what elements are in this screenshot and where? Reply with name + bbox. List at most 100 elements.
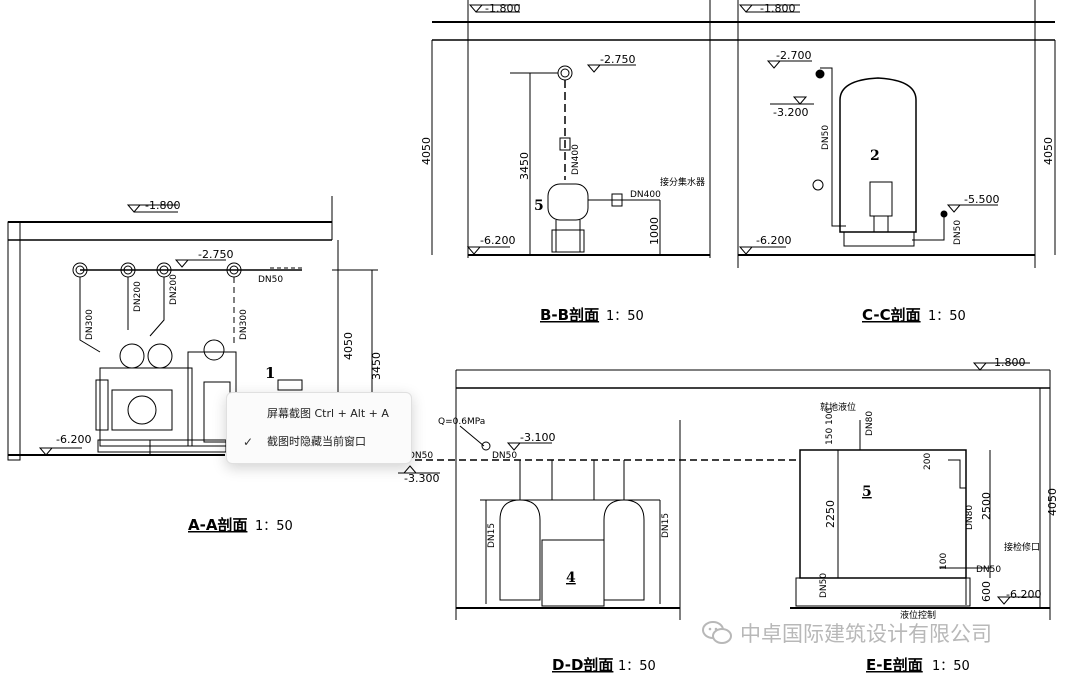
level-marker: -1.800 (972, 356, 1030, 371)
dimension-label: 100 (939, 553, 949, 570)
pipe-label: DN200 (169, 274, 179, 305)
watermark-text: 中卓国际建筑设计有限公司 (740, 622, 992, 646)
expansion-tank (839, 77, 917, 247)
section-cc: 4050 -1.800 -2.700 -3.200 -5.500 -6.200 (710, 0, 1056, 324)
pressure-label: Q=0.6MPa (438, 417, 485, 427)
equipment-number: 2 (870, 148, 880, 164)
pipe-label: DN50 (492, 451, 517, 461)
note-label: 接检修口 (1004, 541, 1040, 553)
level-marker: -6.200 (466, 234, 515, 255)
section-scale: 1：50 (606, 309, 644, 324)
pipe-label: DN50 (258, 275, 283, 285)
section-aa: -1.800 -2.750 -6.200 DN300 DN200 DN200 D… (7, 196, 383, 534)
pipe-label: DN200 (133, 281, 143, 312)
pipe-label: DN80 (965, 505, 975, 530)
pipe-label: DN50 (819, 573, 829, 598)
note-label: 接分集水器 (660, 176, 705, 188)
level-label: -1.800 (485, 2, 520, 15)
dimension-label: 2250 (824, 500, 837, 528)
context-menu: 屏幕截图 Ctrl + Alt + A ✓ 截图时隐藏当前窗口 (226, 392, 412, 464)
level-marker: -2.750 (174, 248, 233, 268)
level-label: -1.800 (145, 199, 180, 212)
equipment-number: 5 (534, 198, 544, 214)
level-marker: -1.800 (468, 2, 520, 15)
section-title: B-B剖面 (540, 306, 599, 324)
level-marker: -1.800 (738, 2, 800, 15)
level-marker: -3.300 (398, 465, 440, 485)
section-bb: 4050 -1.800 -2.750 -6.200 DN400 3450 (420, 0, 711, 324)
pipe-label: DN50 (408, 451, 433, 461)
menu-item-hide-window[interactable]: ✓ 截图时隐藏当前窗口 (227, 429, 411, 455)
level-label: -1.800 (990, 356, 1025, 369)
dimension-label: 3450 (518, 152, 531, 180)
menu-item-screenshot[interactable]: 屏幕截图 Ctrl + Alt + A (227, 401, 411, 427)
dimension-label: 200 (923, 453, 933, 470)
section-ee: -1.800 -6.200 5 DN80 就地液位 DN80 接检修口 DN50… (790, 356, 1059, 674)
note-label: 就地液位 (820, 401, 856, 413)
pipe-label: DN15 (487, 523, 497, 548)
level-label: -3.200 (773, 106, 808, 119)
level-label: -6.200 (1006, 588, 1041, 601)
dimension-label: 1000 (648, 217, 661, 245)
level-label: -6.200 (480, 234, 515, 247)
level-marker: -2.750 (586, 53, 636, 73)
pipe-label: DN400 (630, 190, 661, 200)
level-marker: -1.800 (126, 199, 180, 213)
section-dd: Q=0.6MPa DN50 DN50 -3.300 -3.100 DN15 DN… (398, 369, 1050, 674)
level-marker: -2.700 (766, 49, 812, 69)
softener-tank (499, 499, 541, 601)
level-label: -2.750 (600, 53, 635, 66)
level-marker: -5.500 (946, 193, 999, 213)
equipment-number: 4 (566, 570, 576, 586)
dimension-label: 3450 (370, 352, 383, 380)
dimension-label: 100 (825, 408, 835, 425)
distributor-vessel (547, 183, 661, 255)
pipe-label: DN300 (239, 309, 249, 340)
level-label: -2.750 (198, 248, 233, 261)
level-label: -1.800 (760, 2, 795, 15)
level-marker: -3.200 (770, 96, 814, 119)
section-title: A-A剖面 (188, 516, 247, 534)
menu-item-label: 截图时隐藏当前窗口 (267, 435, 366, 448)
dimension-label: 4050 (1042, 137, 1055, 165)
dimension-label: 150 (825, 428, 835, 445)
level-label: -2.700 (776, 49, 811, 62)
pipe-label: DN50 (953, 220, 963, 245)
section-scale: 1：50 (932, 659, 970, 674)
chiller-unit (95, 339, 237, 455)
level-label: -3.100 (520, 431, 555, 444)
menu-item-label: 屏幕截图 Ctrl + Alt + A (267, 407, 389, 420)
level-marker: -3.100 (506, 431, 555, 451)
level-marker: -6.200 (738, 234, 791, 255)
dimension-label: 4050 (1046, 488, 1059, 516)
wechat-icon (702, 621, 732, 644)
dimension-label: 2500 (980, 492, 993, 520)
check-icon: ✓ (243, 435, 254, 449)
section-title: E-E剖面 (866, 656, 923, 674)
pipe-label: DN300 (85, 309, 95, 340)
pipe-label: DN80 (865, 411, 875, 436)
level-label: -6.200 (56, 433, 91, 446)
level-label: -5.500 (964, 193, 999, 206)
level-marker: -6.200 (996, 588, 1041, 605)
pipe-label: DN50 (821, 125, 831, 150)
watermark: 中卓国际建筑设计有限公司 (702, 616, 992, 650)
pipe-label: DN15 (661, 513, 671, 538)
section-scale: 1：50 (928, 309, 966, 324)
dimension-label: 600 (980, 581, 993, 602)
section-scale: 1：50 (618, 659, 656, 674)
dimension-label: 4050 (420, 137, 433, 165)
note-label: 液位控制 (900, 609, 936, 621)
softener-tank (603, 499, 645, 601)
dimension-label: 4050 (342, 332, 355, 360)
level-label: -6.200 (756, 234, 791, 247)
section-scale: 1：50 (255, 519, 293, 534)
level-label: -3.300 (404, 472, 439, 485)
pipe-label: DN50 (976, 565, 1001, 575)
pipe-label: DN400 (571, 144, 581, 175)
section-title: D-D剖面 (552, 656, 613, 674)
equipment-number: 5 (862, 484, 872, 500)
section-title: C-C剖面 (862, 306, 921, 324)
equipment-number: 1 (265, 364, 275, 382)
